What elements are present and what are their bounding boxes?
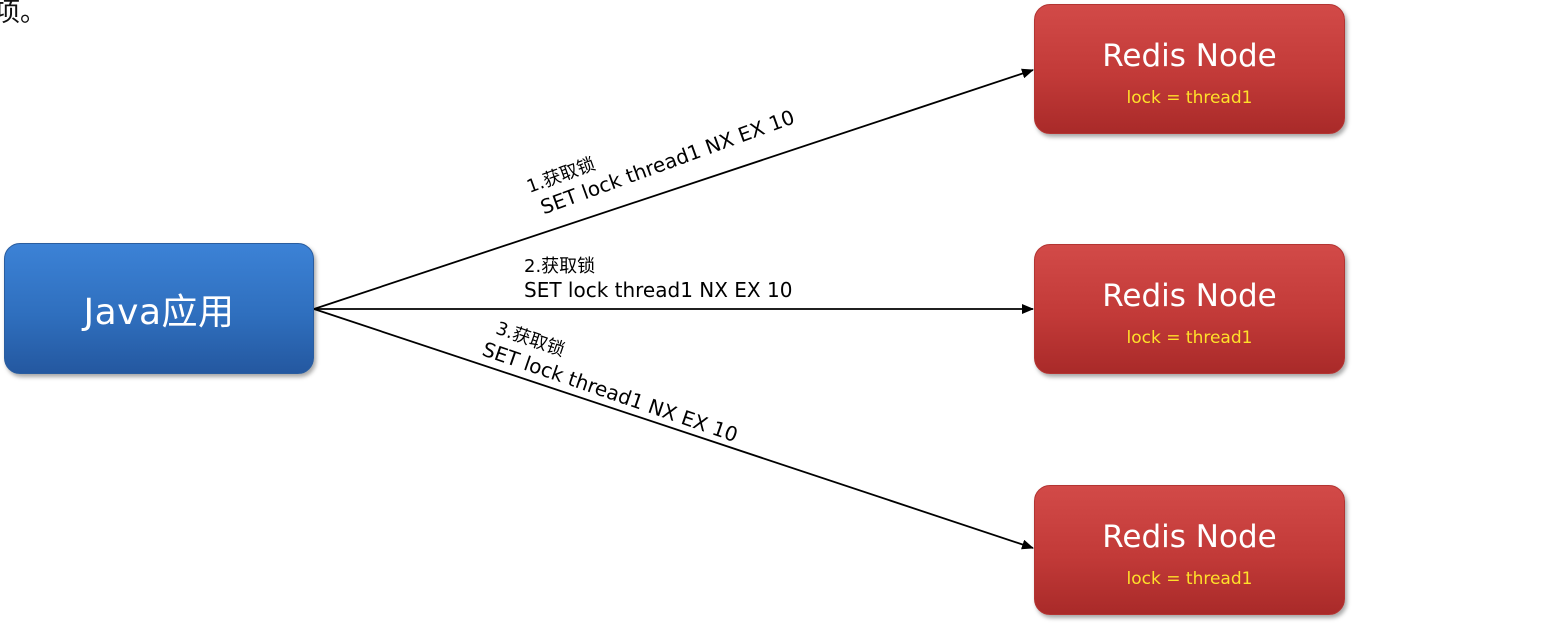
edge-2-command: SET lock thread1 NX EX 10 <box>524 277 793 302</box>
edge-2-label: 2.获取锁 SET lock thread1 NX EX 10 <box>524 256 792 302</box>
page-text-fragment: 项。 <box>0 0 47 28</box>
redis-node-lock-value: lock = thread1 <box>1126 328 1253 348</box>
java-app-label: Java应用 <box>83 291 235 333</box>
redis-node-1[interactable]: Redis Node lock = thread1 <box>1034 4 1345 134</box>
redis-node-lock-value: lock = thread1 <box>1126 569 1253 589</box>
edge-3-arrow <box>313 308 1034 550</box>
java-app-node[interactable]: Java应用 <box>4 243 314 374</box>
redis-node-2[interactable]: Redis Node lock = thread1 <box>1034 244 1345 374</box>
redis-node-title: Redis Node <box>1102 519 1277 555</box>
redis-node-3[interactable]: Redis Node lock = thread1 <box>1034 485 1345 615</box>
edge-2-step: 2.获取锁 <box>524 256 596 277</box>
edge-1-arrow <box>313 68 1034 310</box>
redis-node-title: Redis Node <box>1102 278 1277 314</box>
redis-node-title: Redis Node <box>1102 38 1277 74</box>
redis-node-lock-value: lock = thread1 <box>1126 88 1253 108</box>
